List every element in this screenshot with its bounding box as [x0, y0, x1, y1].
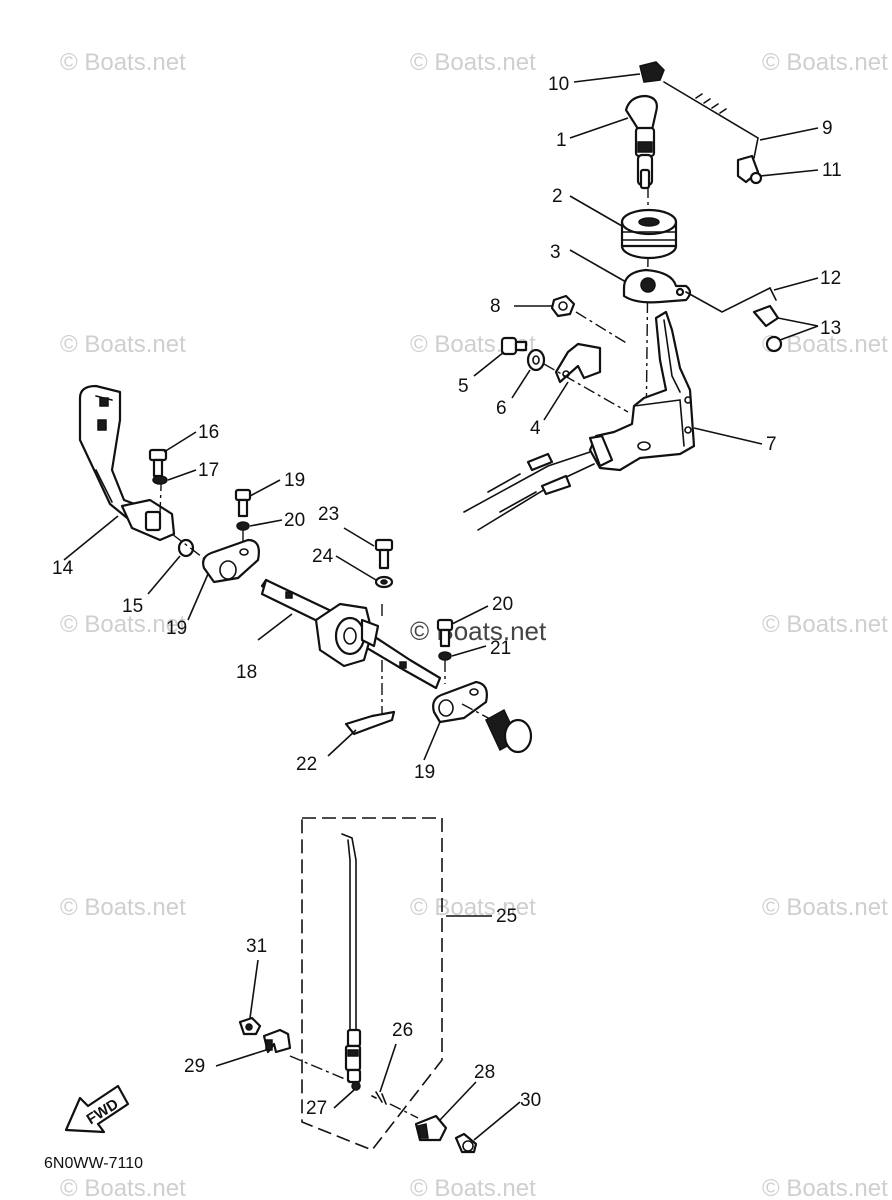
- callout-12: 12: [820, 268, 841, 289]
- part-28-clip: [414, 1114, 448, 1142]
- callout-19-right: 19: [414, 762, 435, 783]
- callout-24: 24: [312, 546, 334, 567]
- callout-20-upper: 19: [284, 470, 305, 491]
- leader-lines: [63, 73, 819, 1141]
- callout-21-lower: 21: [490, 638, 511, 659]
- callout-13: 13: [820, 318, 841, 339]
- watermark: © Boats.net: [762, 49, 888, 76]
- part-31-nut: [238, 1016, 262, 1036]
- center-watermark: © Boats.net: [410, 616, 547, 646]
- part-19-arm-right: [432, 680, 493, 724]
- callout-1: 1: [556, 130, 567, 151]
- callout-28: 28: [474, 1062, 495, 1083]
- watermark: © Boats.net: [60, 894, 186, 921]
- watermark: © Boats.net: [762, 331, 888, 358]
- watermark: © Boats.net: [60, 1175, 186, 1200]
- callout-15: 15: [122, 596, 143, 617]
- lower-assembly: [238, 817, 478, 1154]
- watermark: © Boats.net: [60, 49, 186, 76]
- callout-11: 11: [822, 160, 842, 181]
- part-8-nut: [550, 294, 629, 345]
- callout-7: 7: [766, 434, 777, 455]
- callout-6: 6: [496, 398, 507, 419]
- part-16-bolt: [148, 448, 168, 478]
- part-7-main-bracket: [588, 310, 696, 472]
- part-30-screw: [454, 1132, 478, 1154]
- part-13-clips: [752, 304, 783, 353]
- callout-2: 2: [552, 186, 563, 207]
- callout-19-left: 19: [166, 618, 187, 639]
- watermark: © Boats.net: [762, 611, 888, 638]
- part-9-rod: [663, 81, 759, 159]
- callout-9: 9: [822, 118, 833, 139]
- callout-16: 16: [198, 422, 219, 443]
- part-20-bolt-left: [234, 488, 252, 518]
- watermark: © Boats.net: [60, 331, 186, 358]
- callout-17: 17: [198, 460, 219, 481]
- callout-14: 14: [52, 558, 74, 579]
- part-4-bracket: [543, 342, 629, 413]
- watermark: © Boats.net: [410, 1175, 536, 1200]
- callout-25: 25: [496, 906, 517, 927]
- part-22-plate: [344, 710, 396, 736]
- part-19-arm-left: [202, 538, 260, 584]
- part-29-bracket: [262, 1028, 292, 1054]
- watermark: © Boats.net: [762, 894, 888, 921]
- fwd-direction-badge: FWD: [64, 1084, 130, 1134]
- callout-8: 8: [490, 296, 501, 317]
- watermark: © Boats.net: [762, 1175, 888, 1200]
- part-6-washer: [526, 348, 546, 372]
- cap: [485, 708, 533, 754]
- callout-23: 23: [318, 504, 339, 525]
- upper-assembly: [463, 61, 783, 531]
- callout-20-lower: 20: [492, 594, 513, 615]
- part-10-clip: [639, 61, 665, 83]
- callout-29: 29: [184, 1056, 205, 1077]
- callout-18: 18: [236, 662, 257, 683]
- part-21-washer-right: [438, 651, 452, 684]
- part-1-lever: [624, 94, 658, 190]
- callout-labels: 10 1 9 11 2 3 12 13 8 5 6 4 7 16 17 14 1…: [52, 74, 842, 1119]
- watermark: © Boats.net: [60, 611, 186, 638]
- diagram-code: 6N0WW-7110: [44, 1155, 143, 1172]
- callout-27: 27: [306, 1098, 327, 1119]
- part-17-washer: [152, 475, 168, 485]
- part-20-bolt-right: [436, 618, 454, 648]
- part-23-bolt: [374, 538, 394, 570]
- watermarks: © Boats.net © Boats.net © Boats.net © Bo…: [60, 49, 888, 1200]
- callout-26: 26: [392, 1020, 413, 1041]
- throttle-cables: [463, 451, 595, 531]
- callout-10: 10: [548, 74, 569, 95]
- part-18-shaft: [260, 578, 442, 716]
- part-12-rod: [685, 286, 777, 313]
- part-11-clip: [736, 154, 763, 185]
- watermark: © Boats.net: [410, 49, 536, 76]
- part-24-washer: [374, 575, 394, 589]
- callout-22: 22: [296, 754, 317, 775]
- part-25-group-outline: [301, 817, 443, 1151]
- part-27-end: [289, 1055, 361, 1091]
- part-14-lever: [78, 384, 176, 542]
- callout-3: 3: [550, 242, 561, 263]
- callout-21-upper: 20: [284, 510, 305, 531]
- callout-31: 31: [246, 936, 267, 957]
- middle-assembly: [78, 384, 533, 754]
- part-15-ring: [171, 533, 207, 561]
- watermark: © Boats.net: [410, 894, 536, 921]
- part-26-spring: [371, 1091, 419, 1119]
- part-3-cam: [622, 268, 692, 304]
- part-2-pulley: [620, 208, 678, 260]
- callout-5: 5: [458, 376, 469, 397]
- callout-30: 30: [520, 1090, 541, 1111]
- callout-4: 4: [530, 418, 541, 439]
- part-5-bolt: [500, 336, 528, 356]
- part-25-rod: [341, 833, 362, 1084]
